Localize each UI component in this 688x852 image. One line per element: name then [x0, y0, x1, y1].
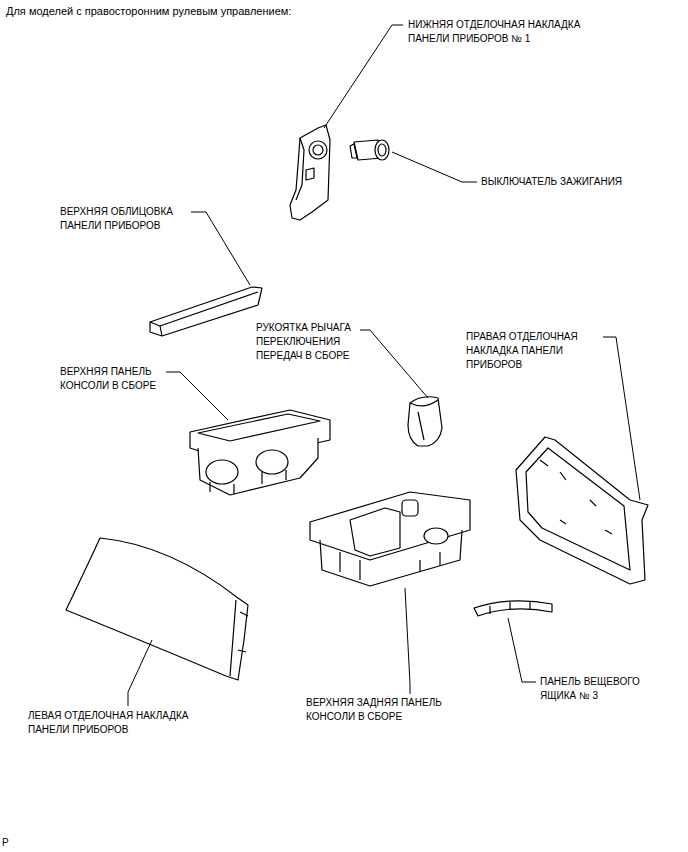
part-label: ВЕРХНЯЯ ОБЛИЦОВКА ПАНЕЛИ ПРИБОРОВ: [60, 205, 188, 233]
part-label: P: [2, 836, 9, 850]
box-panel: [474, 601, 552, 616]
rear-console-panel: [310, 492, 470, 586]
part-label: ВЕРХНЯЯ ЗАДНЯЯ ПАНЕЛЬ КОНСОЛИ В СБОРЕ: [306, 696, 458, 724]
part-label: ЛЕВАЯ ОТДЕЛОЧНАЯ НАКЛАДКА ПАНЕЛИ ПРИБОРО…: [28, 709, 204, 737]
part-label: ПАНЕЛЬ ВЕЩЕВОГО ЯЩИКА № 3: [540, 675, 648, 703]
right-trim-panel: [516, 437, 648, 584]
upper-console-panel: [190, 410, 330, 495]
leader-lines: [128, 25, 640, 706]
shift-knob: [408, 397, 442, 446]
diagram-title: Для моделей с правосторонним рулевым упр…: [6, 4, 291, 18]
part-label: ВЕРХНЯЯ ПАНЕЛЬ КОНСОЛИ В СБОРЕ: [60, 365, 164, 393]
ignition-switch: [350, 140, 389, 160]
lower-trim-panel: [290, 125, 330, 220]
part-label: РУКОЯТКА РЫЧАГА ПЕРЕКЛЮЧЕНИЯ ПЕРЕДАЧ В С…: [256, 321, 368, 363]
left-trim-panel: [66, 538, 248, 680]
part-label: ВЫКЛЮЧАТЕЛЬ ЗАЖИГАНИЯ: [481, 175, 622, 189]
part-label: ПРАВАЯ ОТДЕЛОЧНАЯ НАКЛАДКА ПАНЕЛИ ПРИБОР…: [466, 330, 601, 372]
upper-panel-trim: [150, 287, 262, 336]
part-label: НИЖНЯЯ ОТДЕЛОЧНАЯ НАКЛАДКА ПАНЕЛИ ПРИБОР…: [408, 18, 586, 46]
